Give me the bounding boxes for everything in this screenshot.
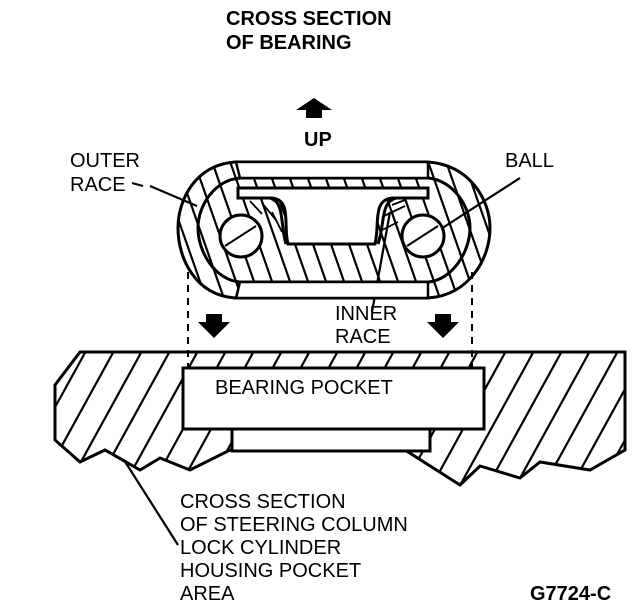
ball-right [400,213,446,259]
bearing-pocket: BEARING POCKET [181,366,486,453]
diagram-title-line-2: OF BEARING [226,32,352,54]
outer-race-label-line-1: OUTER [70,150,140,172]
down-arrow-icon [198,314,459,338]
inner-race-label-line-2: RACE [335,326,391,348]
pocket-area-line-1: CROSS SECTION [180,491,346,513]
up-label: UP [304,129,332,151]
bearing-pocket-label: BEARING POCKET [215,377,393,399]
outer-race-label-line-2: RACE [70,174,126,196]
pocket-area-line-3: LOCK CYLINDER [180,537,341,559]
pocket-area-label: CROSS SECTION OF STEERING COLUMN LOCK CY… [180,491,408,605]
pocket-area-line-4: HOUSING POCKET [180,560,361,582]
ball-label: BALL [505,150,554,172]
inner-race [236,186,430,246]
pocket-area-line-5: AREA [180,583,235,605]
pocket-area-line-2: OF STEERING COLUMN [180,514,408,536]
ball-left [218,213,264,259]
inner-race-label-line-1: INNER [335,303,397,325]
figure-code: G7724-C [530,583,611,605]
up-arrow-icon [296,98,332,118]
diagram-title-line-1: CROSS SECTION [226,8,392,30]
